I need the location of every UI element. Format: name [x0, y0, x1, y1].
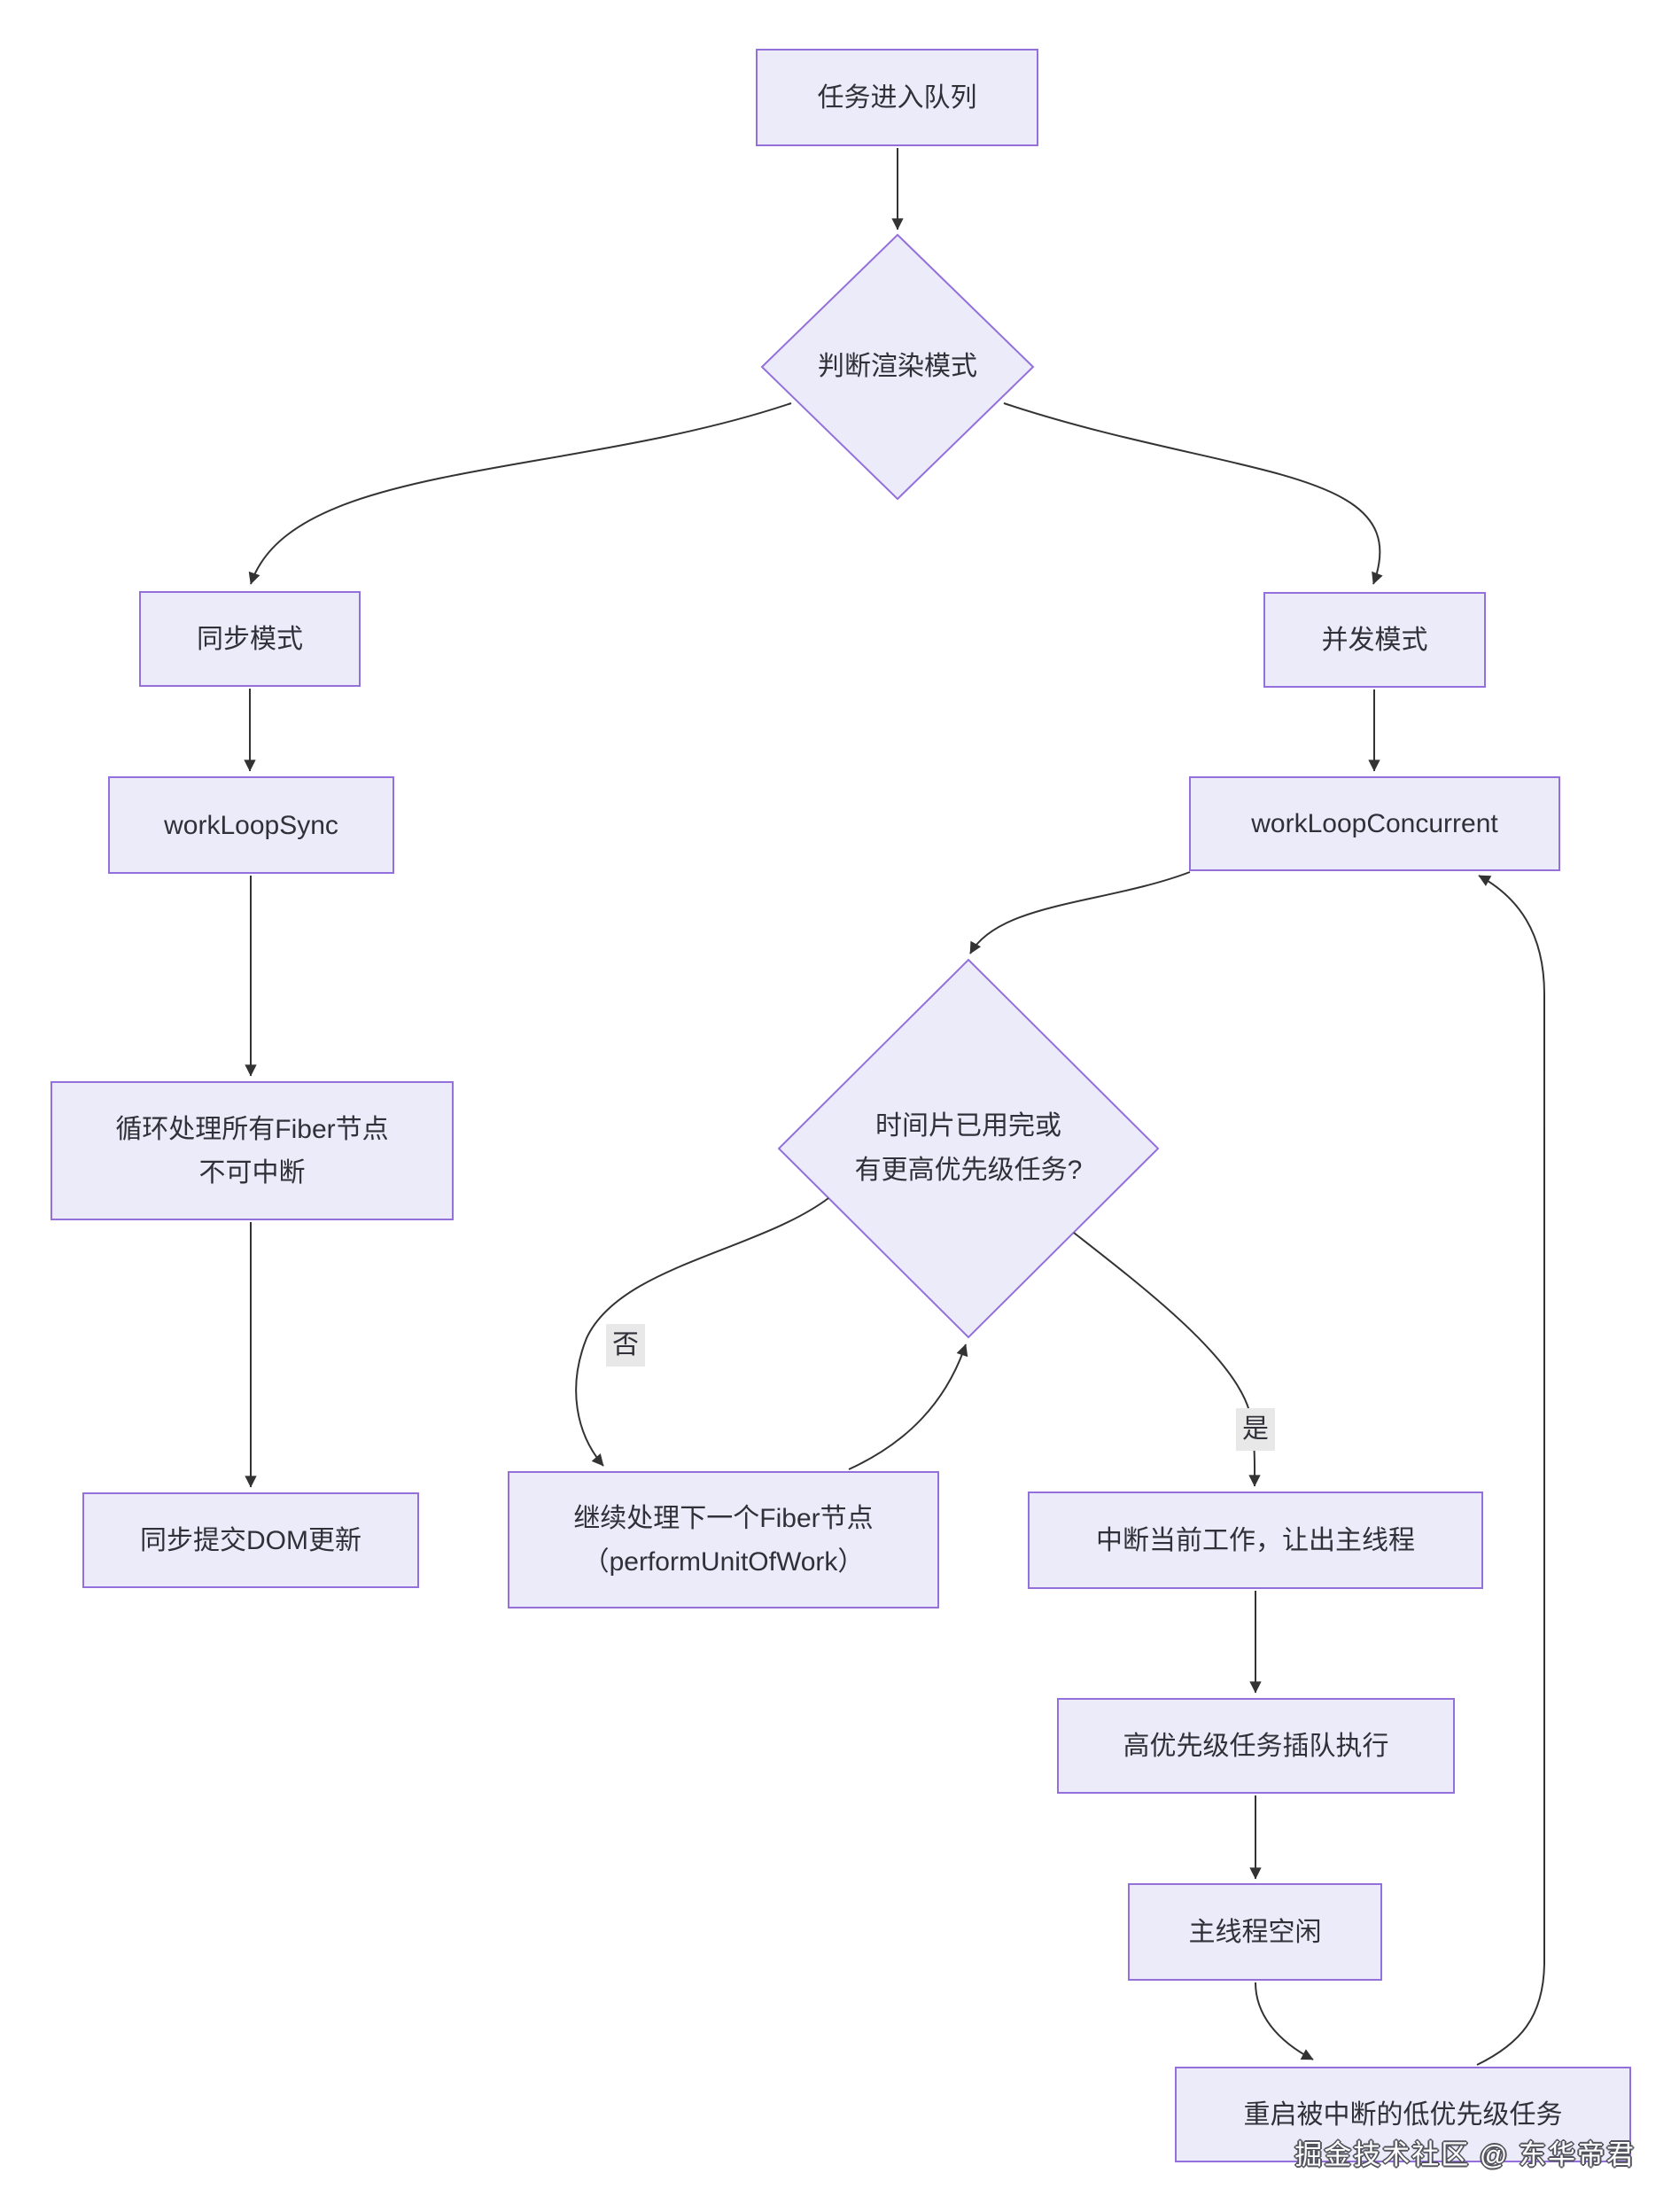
node-main-thread-idle-label: 主线程空闲 [1188, 1917, 1322, 1947]
node-concurrent-mode-label: 并发模式 [1321, 625, 1428, 655]
edge-timeslice-no-to-continue [575, 1197, 829, 1467]
node-workloopsync: workLoopSync [108, 776, 394, 874]
edge-label-no: 否 [606, 1324, 645, 1367]
node-concurrent-mode: 并发模式 [1263, 592, 1486, 688]
decision-diamond-render-mode [760, 233, 1035, 501]
node-interrupt-yield: 中断当前工作，让出主线程 [1028, 1492, 1483, 1589]
node-high-priority-jump: 高优先级任务插队执行 [1057, 1698, 1455, 1794]
node-task-enqueue: 任务进入队列 [756, 49, 1038, 146]
watermark: 掘金技术社区 @ 东华帝君 [1294, 2139, 1636, 2170]
node-loop-all-fiber-line2: 不可中断 [198, 1157, 306, 1188]
node-time-slice-question-line2: 有更高优先级任务? [854, 1156, 1083, 1185]
node-interrupt-yield-label: 中断当前工作，让出主线程 [1096, 1525, 1415, 1555]
node-continue-next-fiber-line2: （performUnitOfWork） [582, 1546, 865, 1577]
node-continue-next-fiber: 继续处理下一个Fiber节点 （performUnitOfWork） [508, 1471, 939, 1608]
node-loop-all-fiber-line1: 循环处理所有Fiber节点 [115, 1114, 389, 1144]
node-workloopsync-label: workLoopSync [164, 810, 338, 840]
edge-idle-to-restart [1255, 1982, 1314, 2060]
node-sync-commit-dom-label: 同步提交DOM更新 [140, 1525, 361, 1555]
edge-workloopconcurrent-to-timeslice [969, 871, 1191, 954]
node-restart-low-priority: 重启被中断的低优先级任务 [1175, 2067, 1631, 2162]
node-restart-low-priority-label: 重启被中断的低优先级任务 [1243, 2099, 1563, 2130]
node-workloopconcurrent-label: workLoopConcurrent [1251, 809, 1498, 838]
node-sync-mode: 同步模式 [139, 591, 361, 687]
edge-decision-to-concurrent-mode [1003, 402, 1383, 585]
edge-restart-loop-to-workloopconcurrent [1476, 875, 1545, 2066]
node-sync-commit-dom: 同步提交DOM更新 [82, 1492, 419, 1588]
node-time-slice-question: 时间片已用完或 有更高优先级任务? [779, 960, 1158, 1337]
node-high-priority-jump-label: 高优先级任务插队执行 [1123, 1731, 1389, 1761]
node-time-slice-question-line1: 时间片已用完或 [875, 1111, 1061, 1141]
edge-timeslice-yes-to-interrupt [1073, 1232, 1261, 1487]
edge-continue-back-to-timeslice [848, 1344, 968, 1470]
node-workloopconcurrent: workLoopConcurrent [1189, 776, 1560, 871]
node-task-enqueue-label: 任务进入队列 [817, 82, 977, 113]
node-main-thread-idle: 主线程空闲 [1128, 1883, 1382, 1981]
edge-decision-to-sync-mode [248, 402, 792, 585]
edge-label-yes: 是 [1236, 1408, 1275, 1451]
node-sync-mode-label: 同步模式 [197, 624, 303, 654]
node-continue-next-fiber-line1: 继续处理下一个Fiber节点 [573, 1503, 874, 1533]
node-judge-render-mode-label: 判断渲染模式 [818, 352, 977, 381]
decision-diamond-time-slice [777, 958, 1160, 1339]
node-loop-all-fiber: 循环处理所有Fiber节点 不可中断 [51, 1081, 454, 1220]
node-judge-render-mode: 判断渲染模式 [762, 235, 1033, 499]
